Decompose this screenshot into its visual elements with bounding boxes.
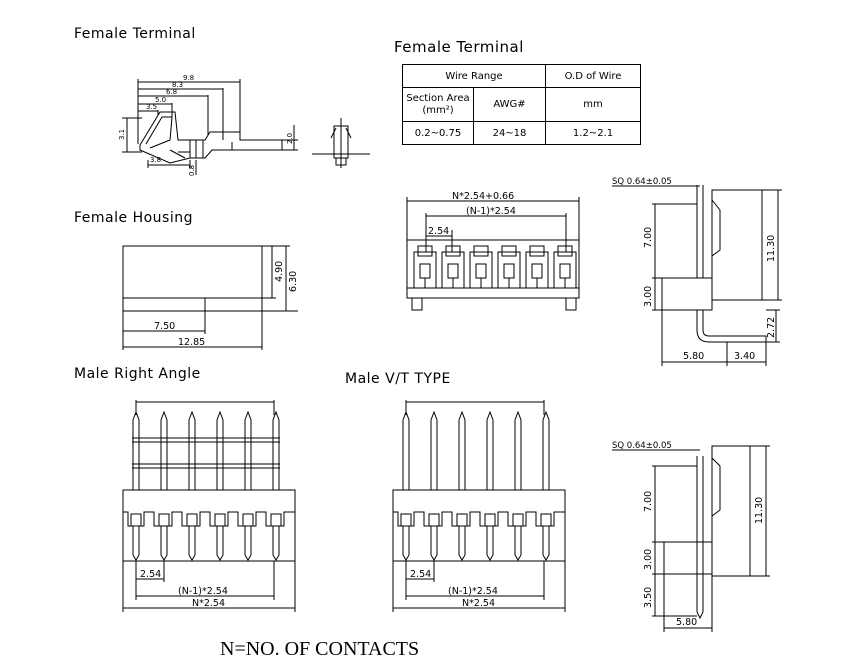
dim-7-00: 7.00 <box>643 227 654 248</box>
female-slot <box>469 245 493 289</box>
female-slot <box>525 245 549 289</box>
contacts-footnote: N=NO. OF CONTACTS <box>220 638 420 660</box>
header-pin <box>484 410 496 561</box>
male-right-angle-pins <box>130 410 282 561</box>
wire-spec-table: Wire Range O.D of Wire Section Area (mm²… <box>402 64 641 145</box>
female-slot <box>441 245 465 289</box>
dim-0-8: 0.8 <box>188 165 196 176</box>
header-pin <box>130 410 142 561</box>
dim-7-50: 7.50 <box>154 321 175 332</box>
dim-11-30: 11.30 <box>766 235 777 262</box>
female-slot <box>413 245 437 289</box>
header-pin <box>270 410 282 561</box>
female-terminal-side-view <box>122 79 298 175</box>
female-terminal-end-view <box>312 118 370 168</box>
section-area-unit: (mm²) <box>422 104 454 116</box>
dim-mvt-pitch: (N-1)*2.54 <box>448 586 498 597</box>
header-pin <box>186 410 198 561</box>
female-header-slots <box>413 245 577 289</box>
dim-mra-n: N*2.54 <box>192 598 225 609</box>
header-pin <box>214 410 226 561</box>
dim-5-80: 5.80 <box>683 351 704 362</box>
dim-sq-pin: SQ 0.64±0.05 <box>612 177 672 187</box>
dim-3-1: 3.1 <box>118 129 126 140</box>
dim-n-1-pitch: (N-1)*2.54 <box>466 206 516 217</box>
header-pin <box>428 410 440 561</box>
dim-12-85: 12.85 <box>178 337 205 348</box>
dim-2-0: 2.0 <box>286 133 294 144</box>
dim-6-30: 6.30 <box>288 271 299 292</box>
male-vt-pins <box>400 410 552 561</box>
wire-range-header: Wire Range <box>402 64 546 88</box>
female-terminal-title: Female Terminal <box>394 38 524 56</box>
dim-3-00: 3.00 <box>643 286 654 307</box>
dim-2-72: 2.72 <box>766 317 777 338</box>
male-vt-front-view <box>392 400 566 612</box>
dim-3-8: 3.8 <box>150 156 161 164</box>
dim-n-2-54-plus: N*2.54+0.66 <box>452 191 514 202</box>
dim-mvt-2-54: 2.54 <box>410 569 431 580</box>
dim-sq-pin-2: SQ 0.64±0.05 <box>612 441 672 451</box>
dim-3-5: 3.5 <box>146 103 157 111</box>
od-wire-header: O.D of Wire <box>545 64 641 88</box>
dim-6-8: 6.8 <box>166 88 177 96</box>
dim-mra-2-54: 2.54 <box>140 569 161 580</box>
dim-8-3: 8.3 <box>172 81 183 89</box>
dim-5-80-b: 5.80 <box>676 617 697 628</box>
dim-11-30-b: 11.30 <box>754 497 765 524</box>
dim-mvt-n: N*2.54 <box>462 598 495 609</box>
vertical-side-view <box>612 445 770 632</box>
dim-3-50: 3.50 <box>643 587 654 608</box>
header-pin <box>242 410 254 561</box>
header-pin <box>540 410 552 561</box>
header-pin <box>456 410 468 561</box>
awg-cell: AWG# <box>473 87 546 122</box>
dim-mra-pitch: (N-1)*2.54 <box>178 586 228 597</box>
female-slot <box>553 245 577 289</box>
dim-3-00-b: 3.00 <box>643 549 654 570</box>
dim-pitch-2-54: 2.54 <box>428 226 449 237</box>
dim-3-40: 3.40 <box>734 351 755 362</box>
dim-4-90: 4.90 <box>274 261 285 282</box>
female-terminal-label: Female Terminal <box>74 26 196 42</box>
male-right-angle-front-view <box>122 400 296 612</box>
female-slot <box>497 245 521 289</box>
mm-cell: mm <box>545 87 641 122</box>
male-right-angle-label: Male Right Angle <box>74 366 201 382</box>
dim-9-8: 9.8 <box>183 74 194 82</box>
section-area-text: Section Area <box>406 92 470 104</box>
od-value: 1.2~2.1 <box>545 121 641 145</box>
dim-7-00-b: 7.00 <box>643 491 654 512</box>
dim-5-0: 5.0 <box>155 96 166 104</box>
header-pin <box>400 410 412 561</box>
male-vt-label: Male V/T TYPE <box>345 371 451 387</box>
female-housing-drawing <box>122 245 298 350</box>
header-pin <box>512 410 524 561</box>
female-housing-label: Female Housing <box>74 210 193 226</box>
right-angle-side-view <box>612 185 782 366</box>
header-pin <box>158 410 170 561</box>
section-value: 0.2~0.75 <box>402 121 474 145</box>
